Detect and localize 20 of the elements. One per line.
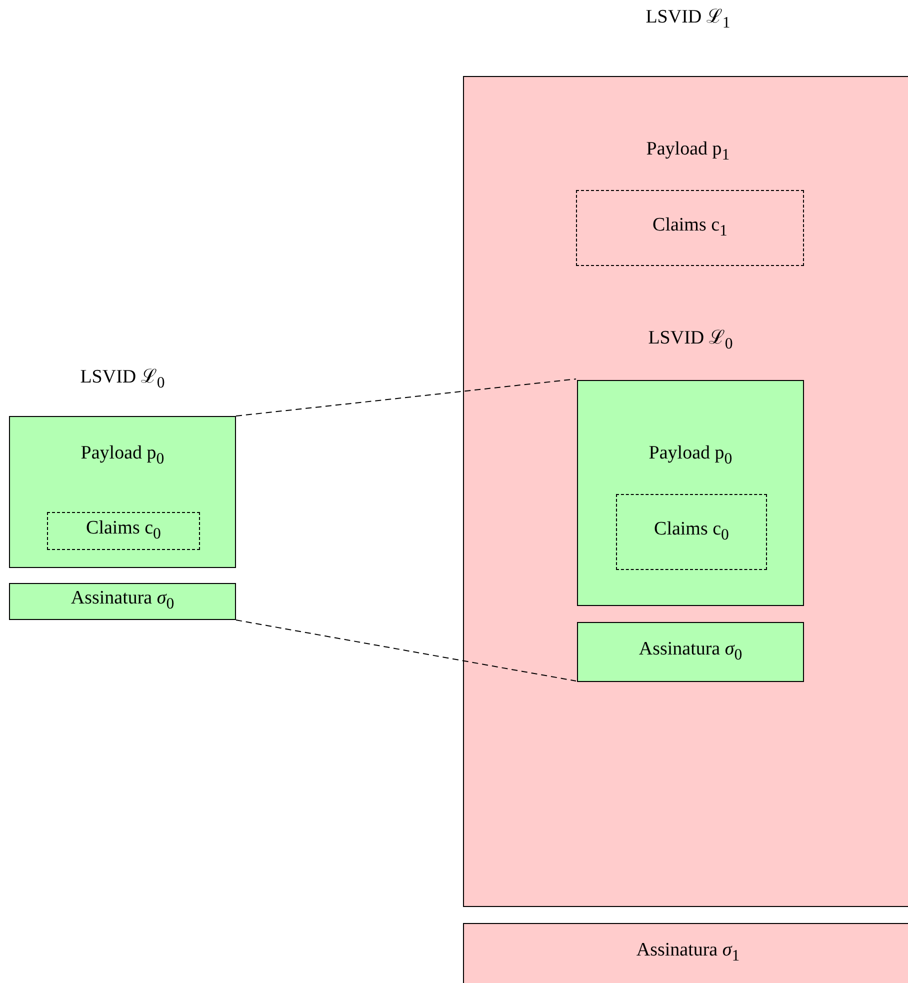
signature-box — [463, 923, 908, 983]
box-label: Claims c$_{0}$ — [654, 518, 729, 546]
payload-label: Payload p$_{0}$ — [648, 442, 732, 470]
payload-label: Payload p$_{1}$ — [646, 138, 730, 166]
box-label: Claims c$_{1}$ — [652, 214, 728, 242]
credential-title: LSVID ℒ$_{0}$ — [80, 366, 165, 394]
claims-box — [616, 494, 767, 570]
claims-box — [576, 190, 804, 266]
credential-title: LSVID ℒ$_{1}$ — [646, 6, 730, 34]
payload-label: Payload p$_{0}$ — [80, 442, 164, 470]
dashed-connector — [236, 378, 576, 416]
signature-box — [577, 622, 804, 682]
credential-title: LSVID ℒ$_{0}$ — [648, 328, 733, 354]
box-label: Assinatura σ$_{1}$ — [636, 940, 740, 966]
claims-box — [47, 512, 200, 550]
signature-box — [9, 583, 236, 620]
box-label: Assinatura σ$_{0}$ — [638, 638, 742, 666]
box-label: Claims c$_{0}$ — [86, 518, 161, 544]
dashed-connector — [236, 620, 576, 682]
box-label: Assinatura σ$_{0}$ — [70, 588, 174, 614]
